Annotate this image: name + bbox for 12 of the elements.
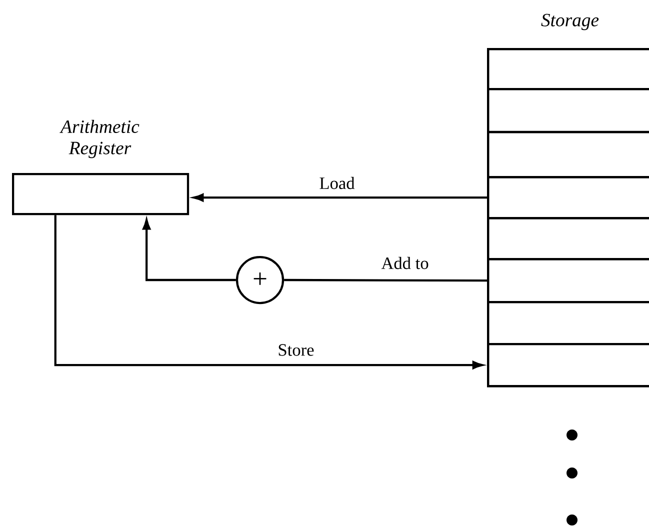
storage-cell [487,88,649,134]
storage-cell [487,131,649,178]
edge-label: Load [320,176,355,190]
node-label: Storage [541,14,599,30]
register-box: Arithmetic Register [12,120,190,216]
storage-cell [487,343,649,388]
storage-cell [487,48,649,90]
storage-cell [487,301,649,346]
node-label: Arithmetic Register [60,120,140,158]
storage-cell [487,176,649,220]
storage-cell [487,217,649,260]
storage-cell [487,258,649,304]
